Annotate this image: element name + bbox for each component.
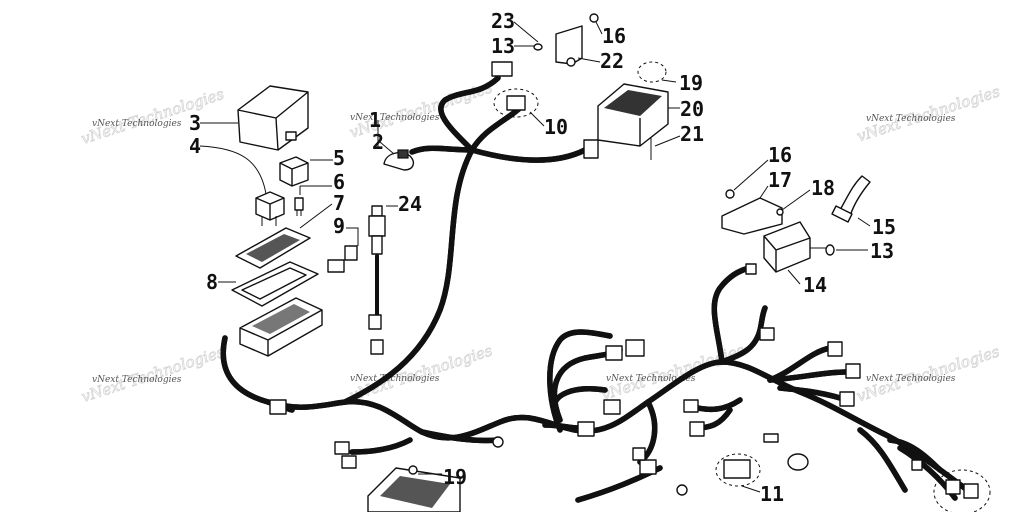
control-module	[763, 221, 835, 273]
callout-5: 5	[333, 146, 345, 170]
callout-14: 14	[803, 273, 827, 297]
bracket-22	[514, 13, 599, 67]
callout-19: 19	[443, 465, 467, 489]
callout-13: 13	[870, 239, 894, 263]
connector-11	[715, 433, 809, 487]
hose-15	[831, 175, 871, 223]
callout-16: 16	[768, 143, 792, 167]
callout-13: 13	[491, 34, 515, 58]
watermark-text: vNext Technologies	[606, 374, 696, 384]
callout-11: 11	[760, 482, 784, 506]
callout-24: 24	[398, 192, 422, 216]
fuse	[294, 197, 304, 216]
callout-9: 9	[333, 214, 345, 238]
callout-7: 7	[333, 191, 345, 215]
callout-8: 8	[206, 270, 218, 294]
callout-1: 1	[369, 108, 381, 132]
watermark-text: vNext Technologies	[92, 375, 182, 385]
connector-9	[327, 245, 358, 273]
callout-6: 6	[333, 170, 345, 194]
callout-22: 22	[600, 49, 624, 73]
fuse-box-cover	[237, 85, 309, 151]
watermark-text: vNext Technologies	[350, 113, 440, 123]
callout-4: 4	[189, 134, 201, 158]
callout-16: 16	[602, 24, 626, 48]
callout-20: 20	[680, 97, 704, 121]
watermark-ghost: vNext Technologies	[347, 341, 495, 404]
fuse-box-base	[239, 297, 323, 357]
connector-10	[493, 88, 539, 118]
relay-small	[279, 156, 309, 187]
fuse-panel-label	[235, 227, 311, 269]
relay	[255, 191, 285, 226]
connector-top	[491, 61, 513, 77]
watermark-ghost: vNext Technologies	[79, 85, 227, 148]
callout-21: 21	[680, 122, 704, 146]
callout-15: 15	[872, 215, 896, 239]
callout-10: 10	[544, 115, 568, 139]
callout-3: 3	[189, 111, 201, 135]
callout-19: 19	[679, 71, 703, 95]
watermarks: vNext Technologies vNext Technologies vN…	[78, 78, 1002, 406]
callout-17: 17	[768, 168, 792, 192]
callout-2: 2	[372, 130, 384, 154]
watermark-text: vNext Technologies	[866, 374, 956, 384]
callout-numbers: 1 2 3 4 5 6 7 8 9 10 11 13 13 14 15 16 1…	[189, 9, 896, 506]
callout-23: 23	[491, 9, 515, 33]
fuse-box-gasket	[231, 261, 319, 307]
callout-18: 18	[811, 176, 835, 200]
watermark-text: vNext Technologies	[92, 119, 182, 129]
oxygen-sensor	[368, 205, 386, 355]
leader-lines	[199, 21, 871, 493]
watermark-text: vNext Technologies	[866, 114, 956, 124]
voltage-regulator	[583, 61, 669, 160]
connector-2	[383, 149, 415, 171]
watermark-text: vNext Technologies	[350, 374, 440, 384]
ecu	[367, 465, 461, 512]
bracket-17	[721, 189, 784, 235]
harness-connectors	[269, 263, 991, 512]
